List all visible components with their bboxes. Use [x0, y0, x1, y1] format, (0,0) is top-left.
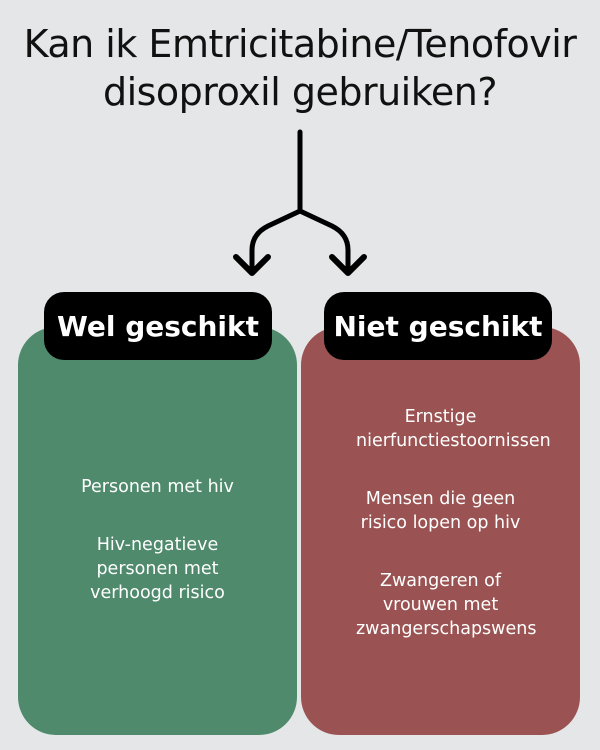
suitable-label: Wel geschikt: [44, 292, 272, 360]
list-item: Zwangeren of vrouwen met zwangerschapswe…: [356, 571, 537, 639]
not-suitable-list: Ernstige nierfunctiestoornissen Mensen d…: [301, 405, 580, 675]
list-item: Personen met hiv: [81, 477, 234, 497]
list-item: Mensen die geen risico lopen op hiv: [360, 489, 521, 533]
page-title: Kan ik Emtricitabine/Tenofovir disoproxi…: [23, 22, 577, 114]
suitable-card: Personen met hiv Hiv-negatieve personen …: [18, 327, 297, 735]
not-suitable-label: Niet geschikt: [324, 292, 552, 360]
split-arrow-icon: [233, 129, 367, 276]
list-item: Hiv-negatieve personen met verhoogd risi…: [90, 535, 225, 603]
list-item: Ernstige nierfunctiestoornissen: [356, 407, 551, 451]
suitable-list: Personen met hiv Hiv-negatieve personen …: [18, 475, 297, 639]
not-suitable-card: Ernstige nierfunctiestoornissen Mensen d…: [301, 327, 580, 735]
